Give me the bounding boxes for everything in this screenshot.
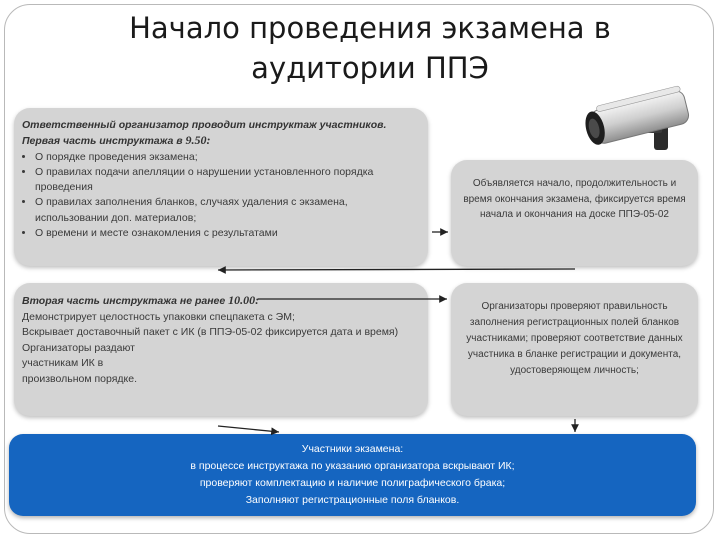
second-instruction-intro-text: Вторая часть инструктажа не ранее <box>22 295 226 307</box>
second-instruction-box: Вторая часть инструктажа не ранее 10.00:… <box>14 283 428 416</box>
participants-heading: Участники экзамена: <box>301 443 404 455</box>
second-instruction-time: 10.00: <box>228 293 260 307</box>
list-item: О порядке проведения экзамена; <box>35 150 418 165</box>
blank-check-text: Организаторы проверяют правильность запо… <box>466 301 683 376</box>
blank-check-box: Организаторы проверяют правильность запо… <box>451 283 698 416</box>
exam-start-announcement-text: Объявляется начало, продолжительность и … <box>463 178 686 220</box>
first-instruction-intro: Ответственный организатор проводит инстр… <box>22 118 418 150</box>
list-item: О времени и месте ознакомления с результ… <box>35 226 418 241</box>
second-instruction-line: Вскрывает доставочный пакет с ИК (в ППЭ-… <box>22 326 399 338</box>
slide-title: Начало проведения экзамена в аудитории П… <box>129 11 611 85</box>
participants-box: Участники экзамена: в процессе инструкта… <box>9 434 696 516</box>
arrow-box2-to-box5 <box>217 425 280 436</box>
second-instruction-intro: Вторая часть инструктажа не ранее 10.00: <box>22 293 418 310</box>
list-item: О правилах заполнения бланков, случаях у… <box>35 195 418 226</box>
first-instruction-box: Ответственный организатор проводит инстр… <box>14 108 428 266</box>
exam-start-announcement-box: Объявляется начало, продолжительность и … <box>451 160 698 266</box>
list-item: О правилах подачи апелляции о нарушении … <box>35 165 418 196</box>
first-instruction-time: 9.50: <box>185 133 211 148</box>
participants-line: Заполняют регистрационные поля бланков. <box>245 494 460 506</box>
first-instruction-list: О порядке проведения экзамена; О правила… <box>22 150 418 242</box>
arrow-box3-to-box1 <box>217 266 576 274</box>
second-instruction-line: Демонстрирует целостность упаковки спецп… <box>22 310 295 323</box>
first-instruction-intro-text: Ответственный организатор проводит инстр… <box>22 119 387 148</box>
participants-line: проверяют комплектацию и наличие полигра… <box>199 477 506 489</box>
slide-frame <box>4 4 714 534</box>
participants-line: в процессе инструктажа по указанию орган… <box>190 460 515 472</box>
second-instruction-line: Организаторы раздают участникам ИК в про… <box>22 341 138 385</box>
